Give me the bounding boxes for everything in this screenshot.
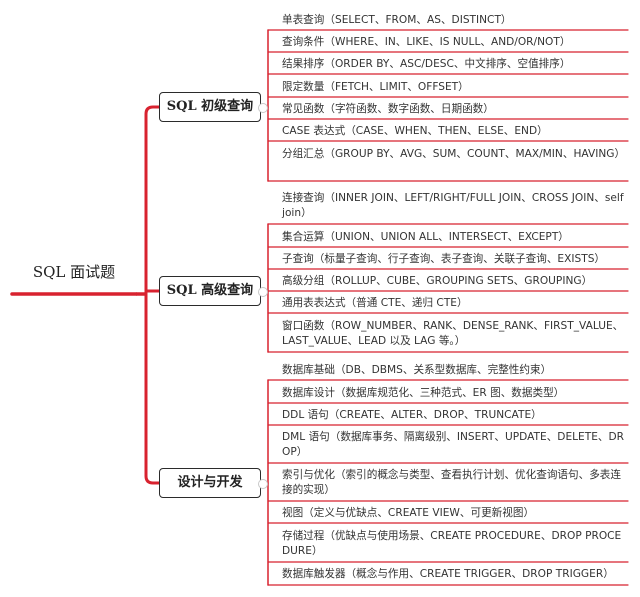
trunk-to-basic <box>144 105 159 294</box>
leaf-node[interactable]: 存储过程（优缺点与使用场景、CREATE PROCEDURE、DROP PROC… <box>282 530 622 557</box>
leaf-node[interactable]: 窗口函数（ROW_NUMBER、RANK、DENSE_RANK、FIRST_VA… <box>282 320 624 347</box>
leaf-node[interactable]: 常见函数（字符函数、数字函数、日期函数） <box>282 103 494 115</box>
leaf-node[interactable]: CASE 表达式（CASE、WHEN、THEN、ELSE、END） <box>282 125 548 137</box>
leaf-node[interactable]: 索引与优化（索引的概念与类型、查看执行计划、优化查询语句、多表连接的实现） <box>282 469 621 496</box>
leaf-node[interactable]: 数据库设计（数据库规范化、三种范式、ER 图、数据类型） <box>282 387 565 399</box>
branch-node-design-dev[interactable]: 设计与开发 <box>159 468 261 498</box>
leaf-node[interactable]: 限定数量（FETCH、LIMIT、OFFSET） <box>282 81 469 93</box>
leaf-node[interactable]: 集合运算（UNION、UNION ALL、INTERSECT、EXCEPT） <box>282 231 569 243</box>
branch-node-advanced-query[interactable]: SQL 高级查询 <box>159 276 261 306</box>
leaf-node[interactable]: 高级分组（ROLLUP、CUBE、GROUPING SETS、GROUPING） <box>282 275 593 287</box>
branch-node-basic-query[interactable]: SQL 初级查询 <box>159 92 261 122</box>
leaf-node[interactable]: 视图（定义与优缺点、CREATE VIEW、可更新视图） <box>282 507 535 519</box>
leaf-node[interactable]: 数据库基础（DB、DBMS、关系型数据库、完整性约束） <box>282 364 552 376</box>
leaf-node[interactable]: 数据库触发器（概念与作用、CREATE TRIGGER、DROP TRIGGER… <box>282 568 614 580</box>
leaf-node[interactable]: 分组汇总（GROUP BY、AVG、SUM、COUNT、MAX/MIN、HAVI… <box>282 148 626 160</box>
collapse-toggle-advanced-query[interactable] <box>258 287 268 297</box>
collapse-toggle-design-dev[interactable] <box>258 479 268 489</box>
leaf-node[interactable]: 查询条件（WHERE、IN、LIKE、IS NULL、AND/OR/NOT） <box>282 36 571 48</box>
leaf-node[interactable]: DML 语句（数据库事务、隔离级别、INSERT、UPDATE、DELETE、D… <box>282 431 625 458</box>
leaf-node[interactable]: 子查询（标量子查询、行子查询、表子查询、关联子查询、EXISTS） <box>282 253 606 265</box>
root-node[interactable]: SQL 面试题 <box>32 263 116 281</box>
trunk-to-advanced <box>144 289 159 294</box>
leaf-node[interactable]: 通用表表达式（普通 CTE、递归 CTE） <box>282 297 468 309</box>
leaf-node[interactable]: 单表查询（SELECT、FROM、AS、DISTINCT） <box>282 14 512 26</box>
leaf-node[interactable]: 连接查询（INNER JOIN、LEFT/RIGHT/FULL JOIN、CRO… <box>282 192 624 219</box>
collapse-toggle-basic-query[interactable] <box>258 103 268 113</box>
leaf-node[interactable]: DDL 语句（CREATE、ALTER、DROP、TRUNCATE） <box>282 409 542 421</box>
trunk-to-design <box>144 294 159 485</box>
leaf-node[interactable]: 结果排序（ORDER BY、ASC/DESC、中文排序、空值排序） <box>282 58 571 70</box>
